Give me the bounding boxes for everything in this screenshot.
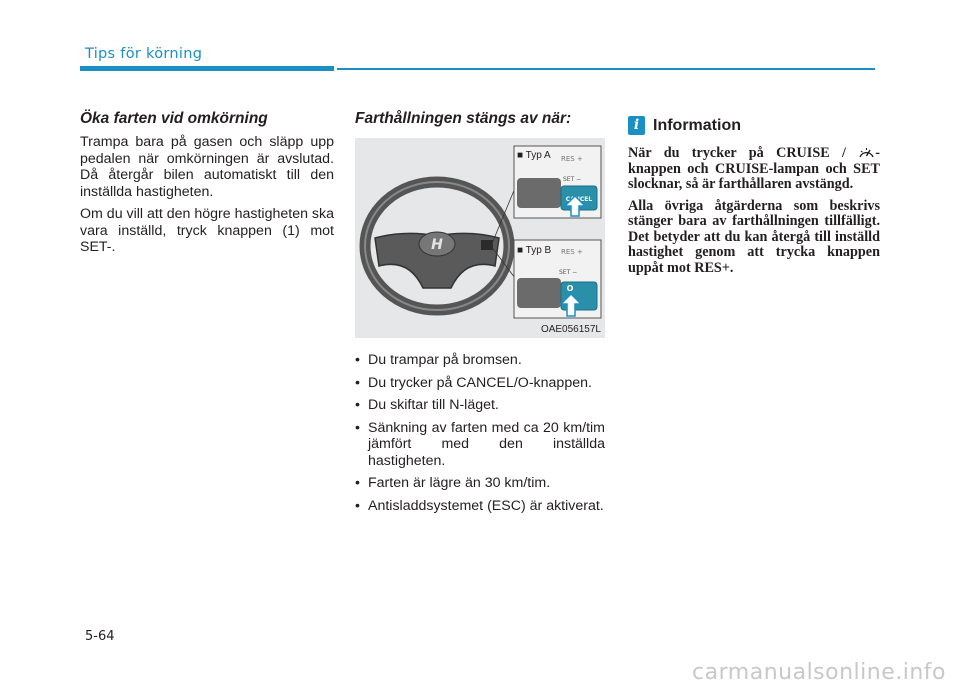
section-title: Tips för körning [85, 46, 203, 62]
o-key-label: O [567, 284, 574, 293]
steering-wheel-illustration: H CANCEL RES + SET − ■ Typ A O RES + SET… [359, 145, 602, 319]
res-key-label: RES + [561, 155, 583, 163]
speedometer-icon [859, 148, 874, 158]
heading-overtaking: Öka farten vid omkörning [80, 110, 268, 127]
list-item: Farten är lägre än 30 km/tim. [355, 475, 605, 492]
watermark: carmanualsonline.info [692, 660, 946, 685]
figure-code: OAE056157L [540, 324, 601, 335]
svg-text:H: H [431, 237, 443, 253]
information-text: -knappen och CRUISE-lampan och SET slock… [628, 145, 881, 192]
information-text: När du trycker på CRUISE / [628, 145, 846, 161]
cancel-conditions-list: Du trampar på bromsen. Du trycker på CAN… [355, 352, 605, 514]
header-accent-bar [80, 66, 334, 71]
information-paragraph: Alla övriga åtgärderna som beskrivs stän… [628, 197, 880, 276]
header-rule [337, 68, 875, 70]
list-item: Du trampar på bromsen. [355, 352, 605, 369]
information-title: Information [653, 116, 741, 134]
type-b-label: ■ Typ B [517, 245, 552, 256]
list-item: Du trycker på CANCEL/O-knappen. [355, 375, 605, 392]
information-header: i Information [628, 116, 880, 135]
paragraph: Trampa bara på gasen och släpp upp pedal… [80, 134, 334, 200]
set-key-label-b: SET − [559, 269, 577, 276]
information-box: i Information När du trycker på CRUISE /… [628, 116, 880, 282]
list-item: Antisladdsystemet (ESC) är aktiverat. [355, 498, 605, 515]
heading-cancel-conditions: Farthållningen stängs av när: [355, 110, 572, 127]
set-key-label: SET − [563, 176, 581, 183]
column-cancel-conditions: Farthållningen stängs av när: H CANCEL R… [355, 110, 605, 520]
page-number: 5-64 [85, 629, 115, 644]
info-icon: i [628, 116, 645, 135]
list-item: Sänkning av farten med ca 20 km/tim jämf… [355, 420, 605, 470]
information-paragraph: När du trycker på CRUISE / -knappen och … [628, 145, 880, 193]
paragraph: Om du vill att den högre hastigheten ska… [80, 206, 334, 255]
res-key-label-b: RES + [561, 248, 583, 256]
column-overtaking: Öka farten vid omkörning Trampa bara på … [80, 110, 334, 262]
type-a-label: ■ Typ A [517, 150, 551, 161]
list-item: Du skiftar till N-läget. [355, 397, 605, 414]
steering-wheel-figure: H CANCEL RES + SET − ■ Typ A O RES + SET… [355, 138, 605, 338]
